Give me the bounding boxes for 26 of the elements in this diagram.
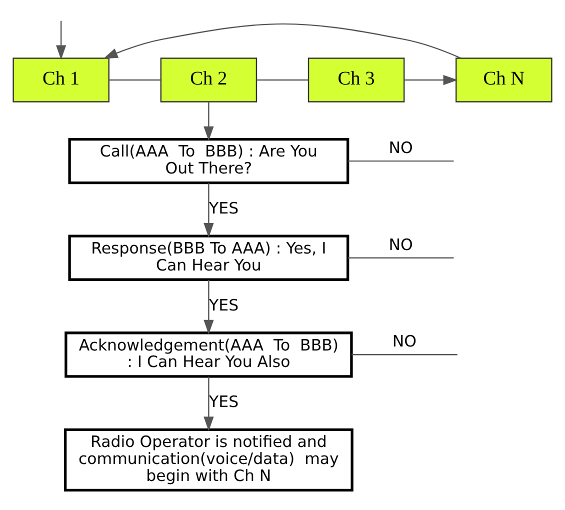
node-box: Ch 1 (12, 58, 110, 102)
node-box: Ch 2 (160, 58, 258, 102)
edge-label: YES (209, 392, 239, 412)
edge-label: NO (388, 138, 413, 158)
connector (108, 79, 161, 81)
arrow (204, 102, 214, 141)
node-box: Acknowledgement(AAA To BBB) : I Can Hear You Also (64, 332, 353, 378)
arrow (404, 74, 458, 86)
arrow (56, 20, 66, 60)
connector (348, 160, 454, 162)
node-box: Response(BBB To AAA) : Yes, I Can Hear You (68, 234, 350, 281)
connector (256, 79, 308, 81)
arrow (204, 280, 214, 334)
arrow (103, 23, 461, 59)
arrow (204, 183, 214, 238)
node-box: Radio Operator is notified and communication(voice/data) may begin with Ch N (64, 428, 354, 492)
node-box: Call(AAA To BBB) : Are You Out There? (68, 138, 350, 184)
arrow (204, 376, 214, 432)
node-box: Ch 3 (308, 58, 405, 102)
connector (352, 354, 458, 356)
edge-label: NO (392, 332, 417, 351)
edge-label: YES (209, 198, 239, 218)
node-box: Ch N (456, 58, 552, 102)
edge-label: YES (209, 295, 239, 314)
connector (348, 257, 454, 258)
edge-label: NO (388, 234, 413, 254)
